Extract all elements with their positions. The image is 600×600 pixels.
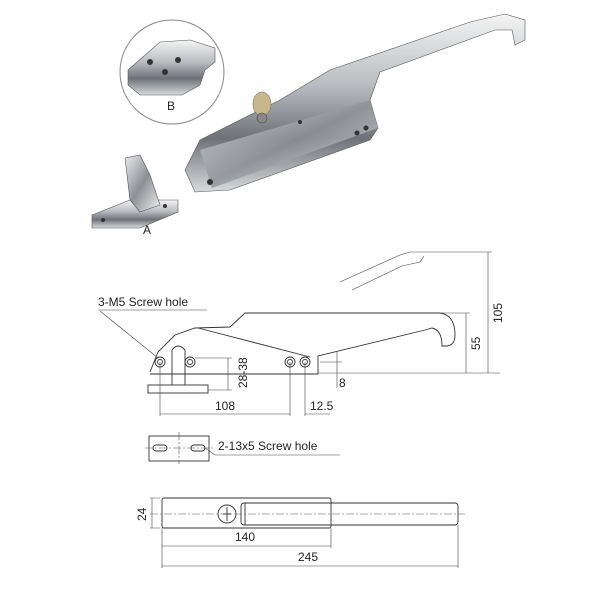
label-a: A xyxy=(143,223,151,237)
strike-photo-a: A xyxy=(91,154,179,237)
screw-hole-icon xyxy=(154,356,311,368)
strike-view: 2-13x5 Screw hole xyxy=(145,432,340,464)
side-view: 3-M5 Screw hole 55 105 28-38 8 108 12.5 xyxy=(98,251,505,416)
key-lock-icon xyxy=(252,91,272,124)
label-b: B xyxy=(167,99,175,113)
screw-hole-callout: 3-M5 Screw hole xyxy=(98,295,188,309)
dim-28-38: 28-38 xyxy=(236,357,250,388)
dim-8: 8 xyxy=(339,376,346,390)
strike-screw-callout: 2-13x5 Screw hole xyxy=(218,439,318,453)
top-view: 24 140 245 xyxy=(135,497,465,568)
latch-photo xyxy=(184,13,526,193)
dim-55: 55 xyxy=(469,336,483,350)
dim-245: 245 xyxy=(298,550,318,564)
dim-24: 24 xyxy=(135,507,149,521)
dim-108: 108 xyxy=(215,399,235,413)
dim-140: 140 xyxy=(235,530,255,544)
dim-12-5: 12.5 xyxy=(310,399,334,413)
dim-105: 105 xyxy=(491,303,505,323)
inset-photo-b: B xyxy=(119,19,225,125)
